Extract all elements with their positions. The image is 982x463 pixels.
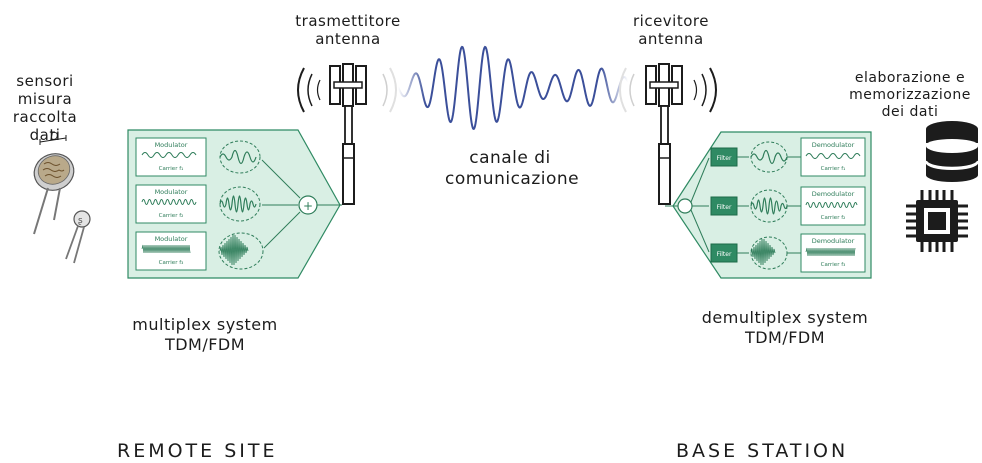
modulator-box-3: Modulator Carrier f₃ bbox=[135, 231, 207, 271]
svg-text:Modulator: Modulator bbox=[155, 235, 188, 243]
svg-text:Demodulator: Demodulator bbox=[812, 141, 855, 149]
modulator-box-1: Modulator Carrier f₁ bbox=[135, 137, 207, 177]
svg-text:Carrier f₁: Carrier f₁ bbox=[821, 166, 846, 172]
tx-antenna-icon bbox=[297, 63, 397, 205]
modulated-wave-2 bbox=[219, 186, 261, 222]
processing-label: elaborazione e memorizzazione dei dati bbox=[849, 70, 971, 120]
svg-text:Carrier f₂: Carrier f₂ bbox=[159, 213, 184, 219]
svg-text:Filter: Filter bbox=[717, 204, 732, 211]
remote-site-label: REMOTE SITE bbox=[117, 440, 278, 462]
demodulator-box-1: Demodulator Carrier f₁ bbox=[800, 137, 866, 177]
rx-antenna-label: ricevitore antenna bbox=[633, 12, 709, 48]
svg-text:Carrier f₂: Carrier f₂ bbox=[821, 215, 846, 221]
filter-box-1: Filter bbox=[710, 147, 738, 167]
split-node bbox=[677, 198, 693, 214]
multiplex-label: multiplex system TDM/FDM bbox=[132, 315, 278, 354]
multiplexer-panel: Modulator Carrier f₁ Modulator Carrier f… bbox=[127, 129, 342, 279]
channel-label: canale di comunicazione bbox=[445, 148, 580, 189]
modulated-wave-3 bbox=[218, 232, 264, 270]
svg-text:Demodulator: Demodulator bbox=[812, 190, 855, 198]
sensor-dim-label: D bbox=[50, 130, 58, 143]
base-station-label: BASE STATION bbox=[676, 440, 849, 462]
channel-waveform bbox=[397, 45, 629, 130]
svg-text:+: + bbox=[303, 199, 313, 213]
svg-text:Filter: Filter bbox=[717, 155, 732, 162]
photodiode-icon: ʂ bbox=[65, 210, 91, 264]
svg-text:Modulator: Modulator bbox=[155, 141, 188, 149]
photoresistor-icon: D bbox=[33, 130, 75, 235]
svg-text:Modulator: Modulator bbox=[155, 188, 188, 196]
filter-box-3: Filter bbox=[710, 243, 738, 263]
svg-text:Demodulator: Demodulator bbox=[812, 237, 855, 245]
filter-box-2: Filter bbox=[710, 196, 738, 216]
svg-text:Carrier f₁: Carrier f₁ bbox=[159, 166, 184, 172]
demodulator-box-3: Demodulator Carrier f₃ bbox=[800, 233, 866, 273]
svg-text:Carrier f₃: Carrier f₃ bbox=[821, 262, 846, 268]
database-icon bbox=[924, 121, 980, 182]
tx-antenna-label: trasmettitore antenna bbox=[295, 12, 401, 48]
demodulator-box-2: Demodulator Carrier f₂ bbox=[800, 186, 866, 226]
demultiplex-label: demultiplex system TDM/FDM bbox=[701, 308, 869, 347]
demultiplexer-panel: Filter Filter Filter Demodulator Carrier… bbox=[665, 131, 872, 279]
svg-text:Carrier f₃: Carrier f₃ bbox=[159, 260, 184, 266]
cpu-chip-icon bbox=[906, 190, 968, 252]
sensors-label: sensori misura raccolta dati bbox=[12, 72, 78, 144]
svg-text:Filter: Filter bbox=[717, 251, 732, 258]
modulator-box-2: Modulator Carrier f₂ bbox=[135, 184, 207, 224]
modulated-wave-1 bbox=[219, 140, 261, 174]
svg-text:ʂ: ʂ bbox=[78, 216, 83, 226]
rx-antenna-icon bbox=[619, 63, 717, 205]
